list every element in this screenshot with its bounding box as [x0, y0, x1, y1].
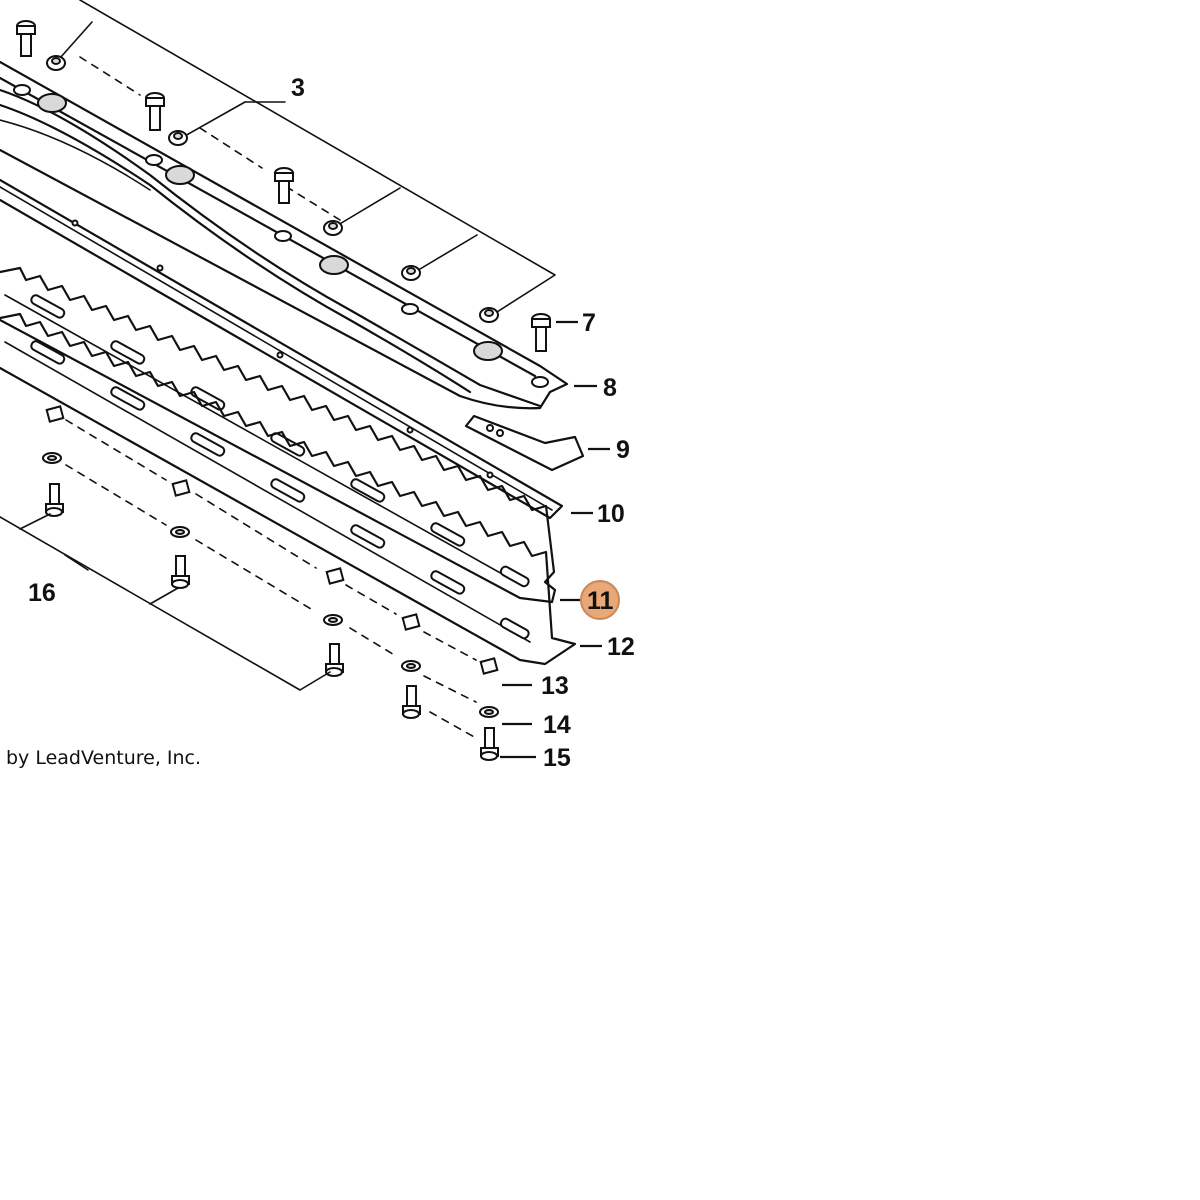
nut-top-3	[323, 220, 343, 236]
callout-11[interactable]: 11	[587, 587, 614, 615]
screw-top-3	[274, 167, 294, 204]
nut-top-5	[479, 307, 499, 323]
highlight-circle-11	[580, 580, 620, 620]
screw-part-7	[531, 313, 551, 352]
nut-top-2	[168, 130, 188, 146]
callout-10[interactable]: 10	[597, 500, 625, 528]
copyright-text: by LeadVenture, Inc.	[6, 747, 201, 769]
callout-7[interactable]: 7	[582, 309, 596, 337]
callout-16[interactable]: 16	[28, 579, 56, 607]
leader-lines	[500, 320, 610, 759]
screw-top-1	[16, 20, 36, 57]
wedge-part-9	[464, 414, 585, 472]
blade-part-12	[0, 312, 577, 666]
strip-part-10	[0, 178, 564, 520]
bracket-16	[0, 513, 331, 691]
callout-12[interactable]: 12	[607, 633, 635, 661]
callout-9[interactable]: 9	[616, 436, 630, 464]
callout-13[interactable]: 13	[541, 672, 569, 700]
screw-top-2	[145, 92, 165, 131]
bracket-3	[59, 0, 556, 313]
callout-labels: 3 7 8 9 10 11 12 13 14 15 16	[28, 74, 635, 772]
callout-14[interactable]: 14	[543, 711, 571, 739]
guard-bar-part-8	[0, 60, 569, 410]
callout-3[interactable]: 3	[291, 74, 305, 102]
nut-top-1	[46, 55, 66, 71]
blade-part-11	[0, 266, 557, 604]
callout-15[interactable]: 15	[543, 744, 571, 772]
callout-8[interactable]: 8	[603, 374, 617, 402]
lower-hardware	[42, 405, 499, 761]
nut-top-4	[401, 265, 421, 281]
